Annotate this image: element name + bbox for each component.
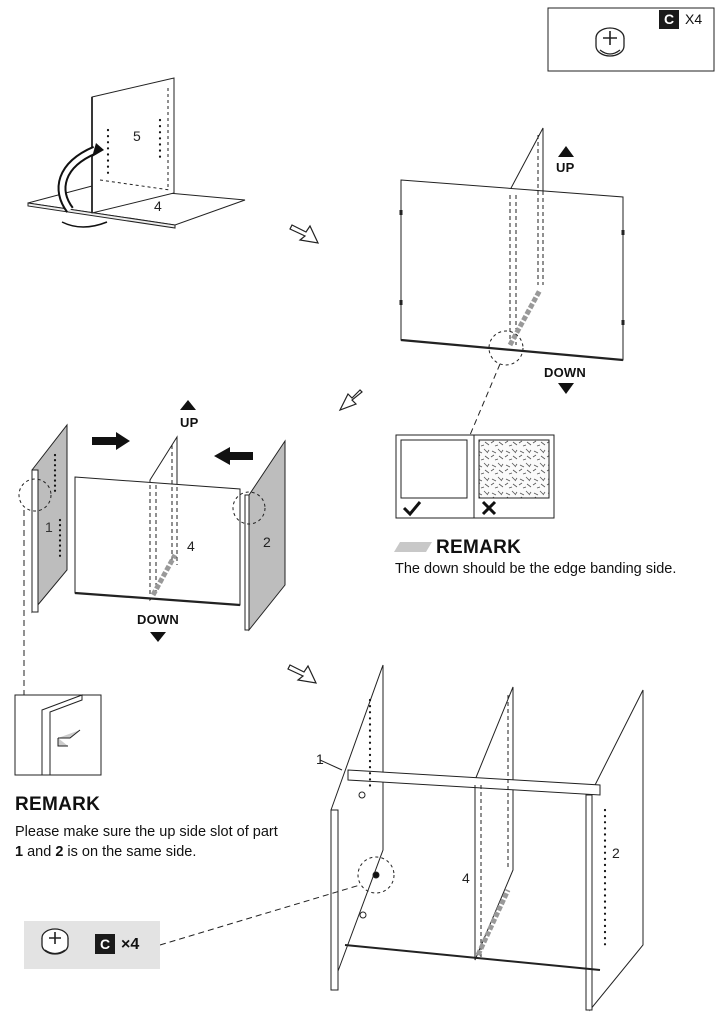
step3-illustration bbox=[18, 400, 286, 695]
hardware-box-top bbox=[547, 7, 715, 72]
down-label: DOWN bbox=[544, 365, 586, 380]
remark-bar-icon bbox=[394, 542, 432, 552]
cam-lock-icon bbox=[41, 928, 69, 955]
panel-1-label: 1 bbox=[316, 751, 324, 767]
part-badge-c: C bbox=[95, 934, 115, 954]
up-label: UP bbox=[556, 160, 575, 175]
step1-illustration bbox=[27, 77, 246, 229]
quantity-label: ×4 bbox=[121, 936, 140, 953]
flow-arrow-icon bbox=[287, 224, 363, 684]
down-label: DOWN bbox=[137, 612, 179, 627]
remark-title-right: REMARK bbox=[436, 537, 522, 558]
part-badge-c: C bbox=[659, 10, 679, 29]
panel-2-label: 2 bbox=[263, 534, 271, 550]
up-label: UP bbox=[180, 415, 199, 430]
hardware-box-top-label: C X4 bbox=[659, 10, 702, 29]
cross-icon bbox=[481, 500, 497, 516]
panel-1-label: 1 bbox=[45, 519, 53, 535]
remark-title-left: REMARK bbox=[15, 794, 101, 815]
slot-detail bbox=[14, 694, 102, 776]
quantity-label: X4 bbox=[685, 11, 703, 27]
remark-text-right: The down should be the edge banding side… bbox=[395, 561, 677, 577]
check-icon bbox=[402, 501, 422, 517]
panel-4-label: 4 bbox=[462, 870, 470, 886]
edge-banding-comparison bbox=[395, 434, 555, 519]
hardware-box-bottom-label: C ×4 bbox=[95, 934, 139, 955]
panel-4-label: 4 bbox=[187, 538, 195, 554]
hardware-box-bottom bbox=[24, 921, 160, 969]
cam-lock-icon bbox=[595, 27, 625, 57]
step4-illustration bbox=[159, 664, 644, 1012]
remark-text-left: Please make sure the up side slot of par… bbox=[15, 824, 278, 860]
panel-2-label: 2 bbox=[612, 845, 620, 861]
panel-4-label: 4 bbox=[154, 198, 162, 214]
step2-illustration bbox=[399, 127, 625, 436]
panel-5-label: 5 bbox=[133, 128, 141, 144]
